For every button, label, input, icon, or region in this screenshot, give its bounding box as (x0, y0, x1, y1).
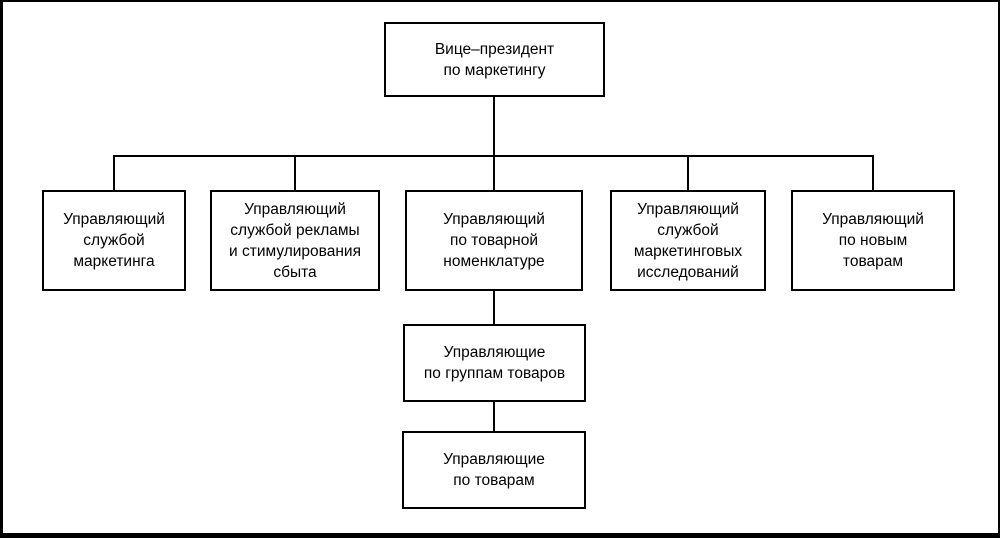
connector-root-stem (493, 97, 495, 157)
node-vice-president-marketing-label: Вице–президент по маркетингу (434, 40, 555, 79)
node-marketing-service-manager-label: Управляющий службой маркетинга (63, 211, 165, 270)
node-product-managers: Управляющие по товарам (402, 431, 586, 509)
node-advertising-sales-promotion-manager: Управляющий службой рекламы и стимулиров… (210, 190, 380, 291)
node-marketing-research-manager: Управляющий службой маркетинговых исслед… (610, 190, 766, 291)
node-product-group-managers-label: Управляющие по группам товаров (423, 344, 566, 382)
node-product-nomenclature-manager-label: Управляющий по товарной номенклатуре (443, 211, 545, 270)
node-product-group-managers: Управляющие по группам товаров (403, 324, 586, 402)
node-vice-president-marketing: Вице–президент по маркетингу (384, 22, 605, 97)
connector-drop-marketing-research (687, 155, 689, 190)
node-marketing-research-manager-label: Управляющий службой маркетинговых исслед… (633, 200, 743, 281)
connector-drop-marketing-service (113, 155, 115, 190)
node-product-managers-label: Управляющие по товарам (443, 451, 545, 489)
node-new-products-manager-label: Управляющий по новым товарам (822, 211, 924, 270)
node-product-nomenclature-manager: Управляющий по товарной номенклатуре (405, 190, 583, 291)
node-advertising-sales-promotion-manager-label: Управляющий службой рекламы и стимулиров… (229, 200, 361, 281)
connector-drop-product-nomenclature (493, 155, 495, 190)
connector-drop-new-products (872, 155, 874, 190)
node-marketing-service-manager: Управляющий службой маркетинга (42, 190, 186, 291)
connector-drop-advertising-promo (294, 155, 296, 190)
node-new-products-manager: Управляющий по новым товарам (791, 190, 955, 291)
connector-product-groups-to-products (493, 402, 495, 431)
connector-nomenclature-to-product-groups (493, 291, 495, 324)
